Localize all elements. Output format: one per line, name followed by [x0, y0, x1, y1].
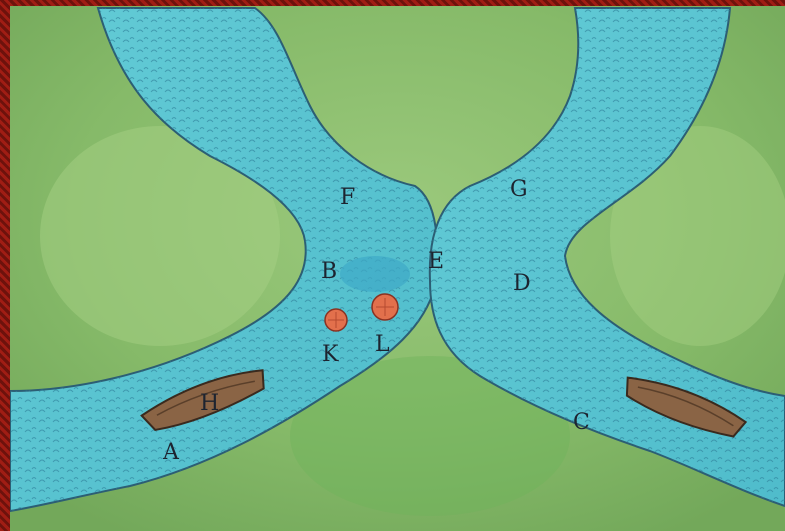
deep-water-pool — [340, 256, 410, 292]
map-canvas: A B C D E F G H K L — [10, 6, 785, 531]
label-k: K — [322, 342, 339, 367]
label-d: D — [513, 271, 531, 296]
marker-k — [325, 309, 347, 331]
label-c: C — [573, 410, 590, 435]
label-a: A — [162, 440, 180, 465]
label-h: H — [200, 391, 219, 416]
label-b: B — [321, 259, 337, 284]
label-g: G — [510, 177, 528, 202]
marker-l — [372, 294, 398, 320]
label-l: L — [375, 332, 390, 357]
label-f: F — [340, 185, 355, 210]
river-map: A B C D E F G H K L — [10, 6, 785, 531]
label-e: E — [428, 249, 444, 274]
